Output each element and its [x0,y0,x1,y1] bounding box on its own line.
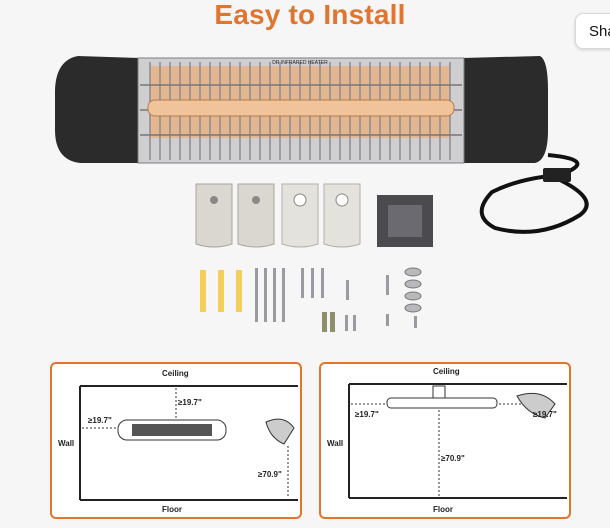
floor-label: Floor [162,505,182,514]
floor-label: Floor [433,505,453,514]
share-button-label: Sha [589,22,610,40]
power-cord-icon [479,153,589,234]
wall-mount-diagram: Ceiling Floor Wall ≥19.7" ≥19.7" ≥70.9" [50,362,302,519]
ceiling-label: Ceiling [433,367,460,376]
top-clearance-label: ≥19.7" [178,398,202,407]
ceiling-mount-diagram: Ceiling Floor Wall ≥19.7" ≥19.7" ≥70.9" [319,362,571,519]
share-button[interactable]: Sha [575,13,610,49]
heater-unit: DR INFRARED HEATER [55,56,548,164]
left-clearance-label: ≥19.7" [355,410,379,419]
ceiling-label: Ceiling [162,369,189,378]
side-clearance-label: ≥19.7" [88,416,112,425]
wall-label: Wall [58,439,75,448]
right-clearance-label: ≥19.7" [533,410,557,419]
floor-clearance-label: ≥70.9" [258,470,282,479]
mounting-hardware-icon [200,267,422,332]
heater-brand-label: DR INFRARED HEATER [272,60,328,66]
floor-clearance-label: ≥70.9" [441,454,465,463]
product-photo: DR INFRARED HEATER [55,56,589,332]
page-title: Easy to Install [214,0,406,30]
wall-label: Wall [327,439,344,448]
wall-bracket-icon [195,183,433,248]
